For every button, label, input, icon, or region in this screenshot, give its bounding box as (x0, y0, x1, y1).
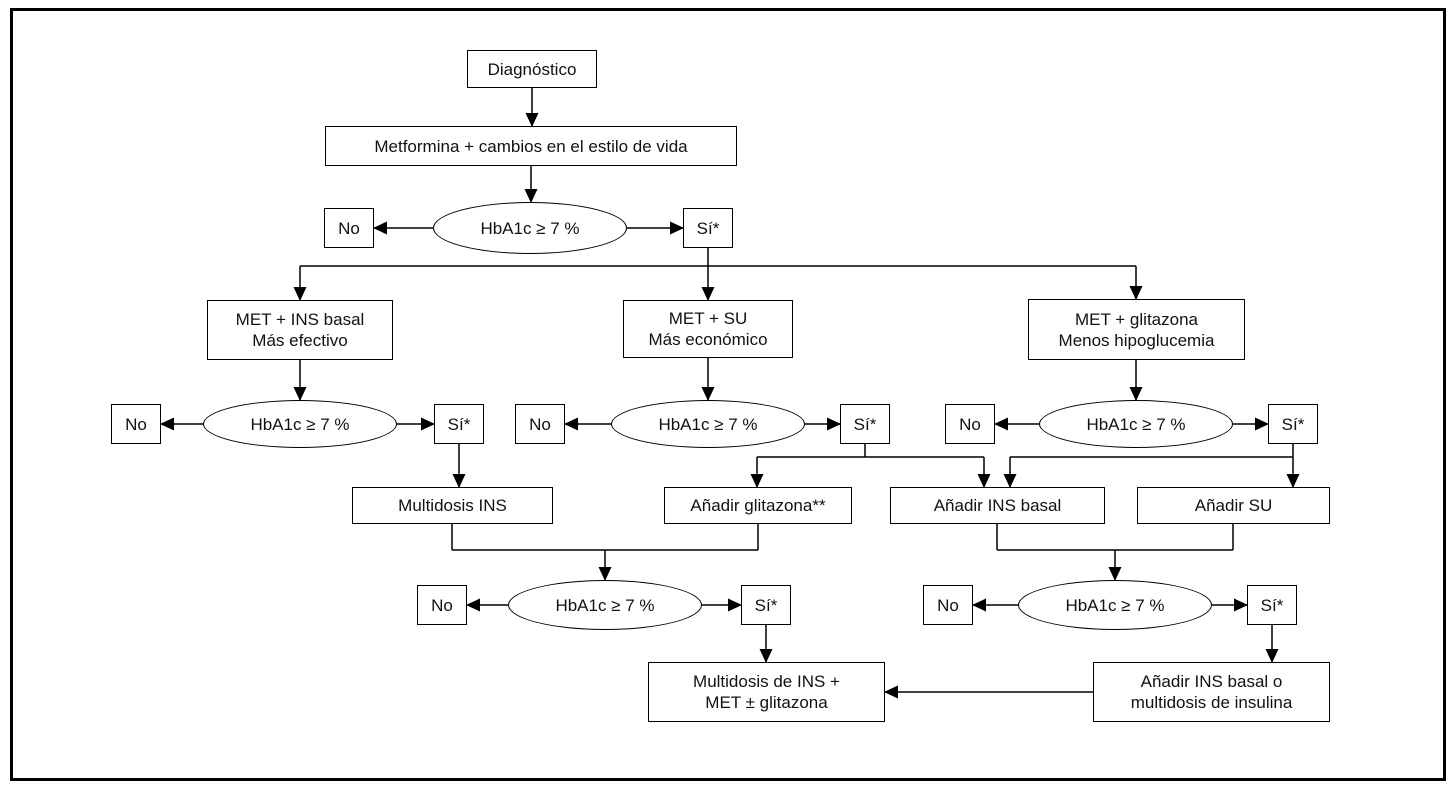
decision-hba1c-4-label: HbA1c ≥ 7 % (1086, 414, 1186, 434)
node-si-3-label: Sí* (853, 414, 877, 434)
decision-hba1c-4: HbA1c ≥ 7 % (1039, 400, 1233, 448)
node-no-1: No (324, 208, 374, 248)
node-si-5: Sí* (741, 585, 791, 625)
node-no-5: No (417, 585, 467, 625)
node-si-5-label: Sí* (754, 595, 778, 615)
node-anadir-glitazona: Añadir glitazona** (664, 487, 852, 524)
node-met-glitazona-line1: MET + glitazona (1074, 309, 1198, 329)
node-multidosis-ins: Multidosis INS (352, 487, 553, 524)
node-multidosis-final-line2: MET ± glitazona (705, 693, 828, 712)
node-si-3: Sí* (840, 404, 890, 444)
node-si-4: Sí* (1268, 404, 1318, 444)
node-multidosis-final-line1: Multidosis de INS + (693, 672, 840, 691)
node-diagnostico: Diagnóstico (467, 50, 597, 88)
node-si-4-label: Sí* (1281, 414, 1305, 434)
node-met-su: MET + SU Más económico (623, 300, 793, 358)
node-met-ins-basal: MET + INS basal Más efectivo (207, 300, 393, 360)
decision-hba1c-5-label: HbA1c ≥ 7 % (555, 595, 655, 615)
decision-hba1c-6-label: HbA1c ≥ 7 % (1065, 595, 1165, 615)
node-anadir-ins-basal-label: Añadir INS basal (933, 496, 1062, 515)
node-anadir-su: Añadir SU (1137, 487, 1330, 524)
node-no-4: No (945, 404, 995, 444)
decision-hba1c-2: HbA1c ≥ 7 % (203, 400, 397, 448)
node-anadir-final-line1: Añadir INS basal o (1140, 672, 1283, 691)
node-met-glitazona-line2: Menos hipoglucemia (1058, 330, 1215, 350)
decision-hba1c-1-label: HbA1c ≥ 7 % (480, 218, 580, 238)
node-no-2-label: No (125, 414, 147, 434)
node-no-6: No (923, 585, 973, 625)
node-anadir-glitazona-label: Añadir glitazona** (690, 496, 826, 515)
node-no-2: No (111, 404, 161, 444)
node-si-6-label: Sí* (1260, 595, 1284, 615)
node-anadir-su-label: Añadir SU (1194, 496, 1273, 515)
decision-hba1c-2-label: HbA1c ≥ 7 % (250, 414, 350, 434)
node-met-glitazona: MET + glitazona Menos hipoglucemia (1028, 299, 1245, 360)
node-met-ins-basal-line2: Más efectivo (252, 331, 348, 350)
node-no-4-label: No (959, 414, 981, 434)
node-no-1-label: No (338, 218, 360, 238)
node-anadir-final: Añadir INS basal o multidosis de insulin… (1093, 662, 1330, 722)
node-si-2: Sí* (434, 404, 484, 444)
node-si-2-label: Sí* (447, 414, 471, 434)
node-no-3: No (515, 404, 565, 444)
node-si-1-label: Sí* (696, 218, 720, 238)
node-diagnostico-label: Diagnóstico (487, 59, 577, 79)
decision-hba1c-3: HbA1c ≥ 7 % (611, 400, 805, 448)
node-anadir-ins-basal: Añadir INS basal (890, 487, 1105, 524)
node-metformina-estilo-vida: Metformina + cambios en el estilo de vid… (325, 126, 737, 166)
decision-hba1c-1: HbA1c ≥ 7 % (433, 202, 627, 254)
node-met-su-line1: MET + SU (668, 309, 748, 328)
decision-hba1c-3-label: HbA1c ≥ 7 % (658, 414, 758, 434)
node-multidosis-final: Multidosis de INS + MET ± glitazona (648, 662, 885, 722)
node-metformina-label: Metformina + cambios en el estilo de vid… (374, 136, 688, 156)
decision-hba1c-6: HbA1c ≥ 7 % (1018, 580, 1212, 630)
node-met-ins-basal-line1: MET + INS basal (235, 310, 365, 329)
node-no-3-label: No (529, 414, 551, 434)
node-si-1: Sí* (683, 208, 733, 248)
node-met-su-line2: Más económico (648, 330, 768, 349)
node-no-5-label: No (431, 595, 453, 615)
node-si-6: Sí* (1247, 585, 1297, 625)
node-multidosis-ins-label: Multidosis INS (398, 496, 507, 515)
node-anadir-final-line2: multidosis de insulina (1130, 693, 1293, 712)
node-no-6-label: No (937, 595, 959, 615)
decision-hba1c-5: HbA1c ≥ 7 % (508, 580, 702, 630)
